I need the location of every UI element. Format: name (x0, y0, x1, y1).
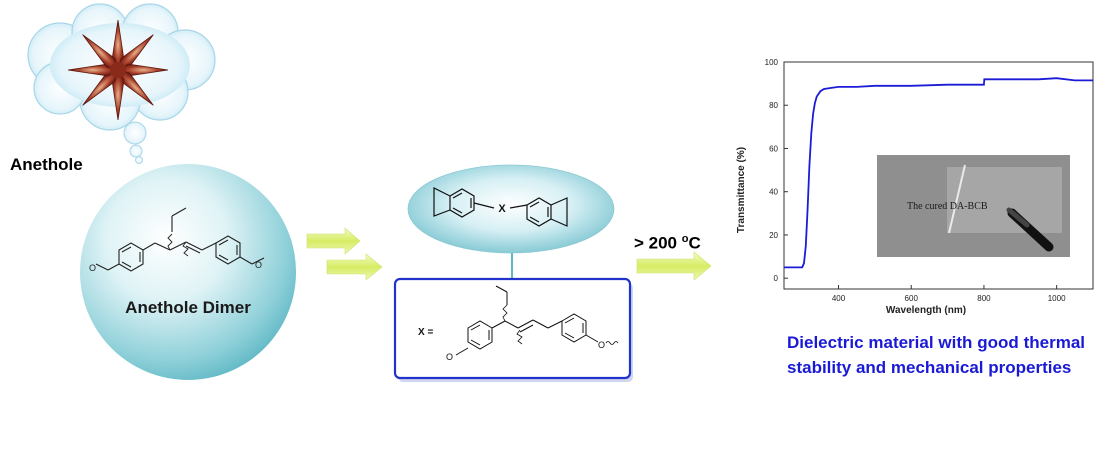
transmittance-chart: 0 20 40 60 80 100 400 600 800 1000 Transmittance… (736, 58, 1094, 316)
cured-film-photo: The cured DA-BCB (877, 155, 1070, 257)
x-tick-label: 1000 (1048, 294, 1066, 303)
curing-condition-unit: C (688, 233, 701, 253)
x-axis-label: Wavelength (nm) (886, 305, 966, 316)
anethole-dimer-sphere (80, 164, 296, 380)
dimer-label: Anethole Dimer (125, 298, 251, 317)
left-methoxy-o: O (89, 263, 96, 273)
substituent-box (393, 277, 632, 380)
anethole-dimer-structure (95, 207, 265, 272)
y-tick-label: 0 (774, 274, 779, 283)
substituent-structure (455, 285, 619, 356)
y-tick-label: 40 (769, 188, 778, 197)
cured-film-photo-art (877, 155, 1070, 257)
curing-condition: > 200 oC (634, 233, 701, 254)
y-tick-label: 60 (769, 144, 778, 153)
substituent-o-right: O (598, 340, 605, 350)
monomer-oval (407, 164, 615, 254)
y-axis-label: Transmittance (%) (736, 147, 747, 233)
x-tick-label: 600 (905, 294, 919, 303)
substituent-label: X = (418, 327, 433, 338)
x-tick-label: 400 (832, 294, 846, 303)
chart-plot-frame (783, 61, 1094, 290)
bcb-monomer-structure (433, 187, 568, 227)
result-caption: Dielectric material with good thermal st… (787, 333, 1085, 377)
x-tick-label: 800 (977, 294, 991, 303)
degree-superscript: o (681, 233, 689, 245)
right-methoxy-o: O (255, 260, 262, 270)
y-tick-label: 20 (769, 231, 778, 240)
reaction-arrow-top (306, 227, 361, 255)
transmittance-curve (784, 77, 1093, 269)
reaction-arrow-bottom (326, 253, 383, 281)
y-tick-label: 80 (769, 101, 778, 110)
y-tick-label: 100 (765, 58, 779, 67)
anethole-label: Anethole (10, 155, 83, 174)
linker-x-label: X (498, 203, 506, 215)
curing-arrow (636, 251, 712, 281)
cured-film-label: The cured DA-BCB (907, 201, 988, 212)
curing-condition-text: > 200 (634, 233, 682, 253)
star-anise-icon (67, 19, 169, 121)
substituent-o-left: O (446, 352, 453, 362)
